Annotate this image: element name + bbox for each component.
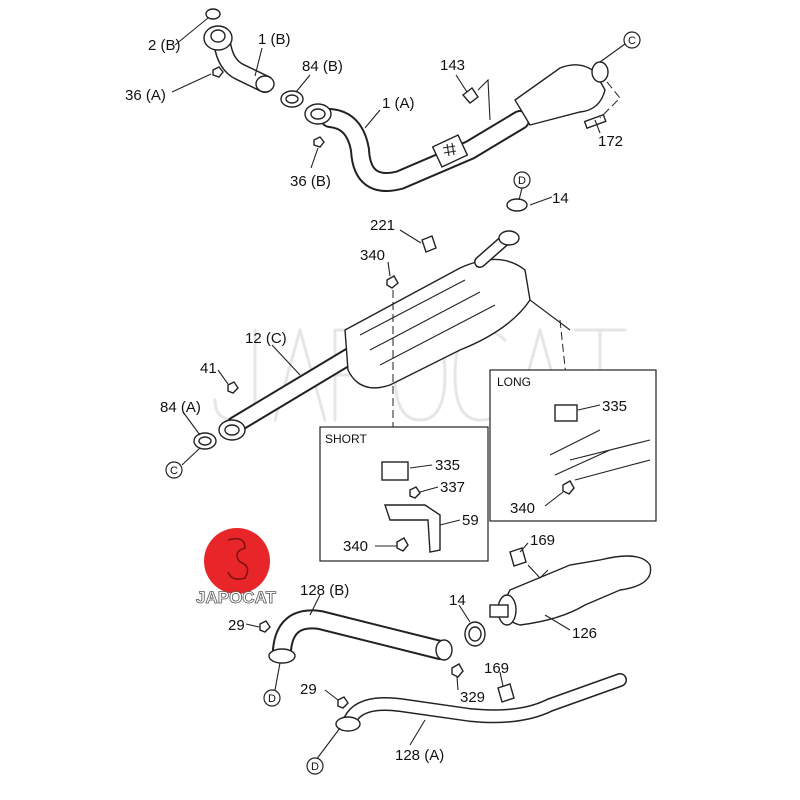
label-84b: 84 (B) — [302, 58, 343, 75]
gasket-84b — [280, 90, 304, 108]
label-335-long: 335 — [602, 398, 627, 415]
logo-text: JAPOCAT — [196, 588, 277, 607]
label-12c: 12 (C) — [245, 330, 287, 347]
tail-pipe-128b — [259, 609, 453, 664]
nut-329 — [451, 663, 464, 678]
label-29-bottom: 29 — [300, 681, 317, 698]
label-36a: 36 (A) — [125, 87, 166, 104]
label-143: 143 — [440, 57, 465, 74]
label-14-bottom: 14 — [449, 592, 466, 609]
label-172: 172 — [598, 133, 623, 150]
label-340-long: 340 — [510, 500, 535, 517]
label-59: 59 — [462, 512, 479, 529]
label-128b: 128 (B) — [300, 582, 349, 599]
label-14-top: 14 — [552, 190, 569, 207]
label-36b: 36 (B) — [290, 173, 331, 190]
label-340-top: 340 — [360, 247, 385, 264]
label-337: 337 — [440, 479, 465, 496]
label-2b: 2 (B) — [148, 37, 181, 54]
tail-pipe-128a — [335, 673, 627, 732]
label-84a: 84 (A) — [160, 399, 201, 416]
connector-d-left: D — [268, 693, 276, 705]
label-126: 126 — [572, 625, 597, 642]
svg-text:SHORT: SHORT — [325, 432, 367, 446]
label-169-top: 169 — [530, 532, 555, 549]
main-muffler-12c — [193, 198, 531, 450]
label-329: 329 — [460, 689, 485, 706]
label-41: 41 — [200, 360, 217, 377]
connector-markers: C C D D D — [165, 31, 641, 775]
label-221: 221 — [370, 217, 395, 234]
label-128a: 128 (A) — [395, 747, 444, 764]
front-pipe-1b — [203, 8, 275, 93]
front-pipe-1a — [304, 61, 609, 192]
connector-c-top: C — [628, 35, 636, 47]
svg-text:LONG: LONG — [497, 375, 531, 389]
connector-d-top: D — [518, 175, 526, 187]
label-1a: 1 (A) — [382, 95, 415, 112]
connector-c-left: C — [170, 465, 178, 477]
sub-muffler-126 — [489, 547, 652, 626]
label-1b: 1 (B) — [258, 31, 291, 48]
label-340-short: 340 — [343, 538, 368, 555]
detail-box-short: SHORT — [319, 426, 489, 562]
leader-lines — [171, 17, 626, 761]
label-29-top: 29 — [228, 617, 245, 634]
connector-d-bottom: D — [311, 761, 319, 773]
detail-box-long: LONG — [489, 369, 657, 522]
hanger-169-bottom — [497, 683, 515, 703]
label-335-short: 335 — [435, 457, 460, 474]
label-169-bottom: 169 — [484, 660, 509, 677]
japocat-logo: JAPOCAT — [196, 528, 277, 607]
part-labels: 2 (B) 1 (B) 84 (B) 36 (A) 143 1 (A) 172 … — [125, 31, 627, 764]
